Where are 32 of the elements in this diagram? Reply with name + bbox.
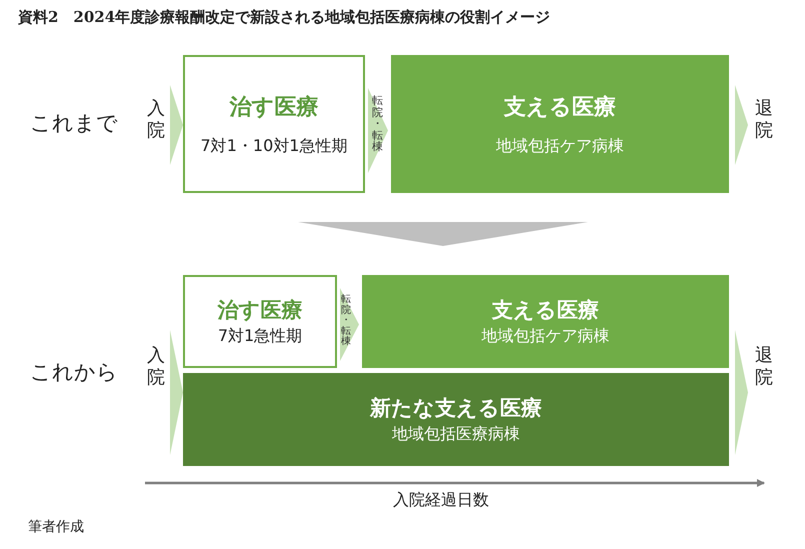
box-subtext: 7対1急性期 [218,326,302,347]
box-heading: 治す医療 [230,94,318,122]
box-subtext: 地域包括ケア病棟 [482,326,610,347]
flow-chevron [340,288,359,361]
edge-label: 転院・転棟 [372,95,383,153]
source-note: 筆者作成 [28,518,84,536]
ward-box [362,275,729,368]
edge-label: 入院 [147,98,165,142]
axis-label: 入院経過日数 [393,490,489,511]
flow-chevron [170,85,183,165]
row-label: これまで [30,110,118,137]
ward-box [183,373,729,466]
care-box [183,55,365,193]
box-heading: 治す医療 [218,297,302,324]
box-subtext: 地域包括ケア病棟 [496,136,624,156]
box-heading: 支える医療 [492,297,599,324]
edge-label: 退院 [755,345,773,388]
flow-chevron [170,330,183,455]
box-heading: 支える医療 [504,94,616,122]
box-subtext: 地域包括医療病棟 [392,424,520,445]
flow-chevron [368,88,388,173]
ward-box [391,55,729,193]
box-subtext: 7対1・10対1急性期 [200,136,348,156]
diagram-title: 資料2 2024年度診療報酬改定で新設される地域包括医療病棟の役割イメージ [18,8,550,27]
edge-label: 退院 [755,98,773,142]
flow-chevron [735,85,748,165]
box-heading: 新たな支える医療 [370,395,542,422]
care-box [183,275,337,368]
edge-label: 転院・転棟 [341,295,351,348]
row-label: これから [30,359,118,386]
edge-label: 入院 [147,345,165,388]
flow-chevron [735,330,748,455]
